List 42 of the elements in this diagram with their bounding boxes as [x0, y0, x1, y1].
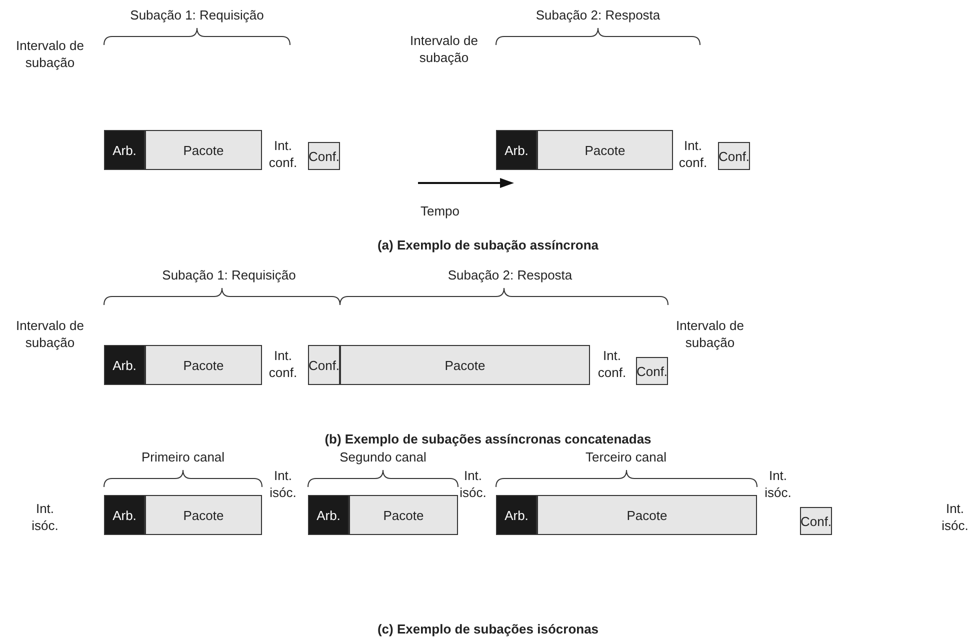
ack-block: Conf. [636, 357, 668, 385]
packet-block: Pacote [145, 130, 262, 170]
brace-label: Subação 2: Resposta [448, 268, 572, 284]
interval-label: Intervalo de subação [675, 318, 745, 352]
brace-label: Primeiro canal [141, 450, 225, 466]
arbitration-block: Arb. [104, 345, 145, 385]
packet-block: Pacote [145, 495, 262, 535]
interval-label: Int. isóc. [30, 501, 60, 535]
caption: (a) Exemplo de subação assíncrona [377, 238, 599, 254]
packet-block: Pacote [537, 130, 673, 170]
interval-label: Int. conf. [268, 348, 298, 382]
arbitration-block: Arb. [104, 495, 145, 535]
interval-label: Int. conf. [678, 138, 708, 172]
interval-label: Int. isóc. [458, 468, 488, 502]
interval-label: Intervalo de subação [15, 318, 85, 352]
brace-label: Subação 1: Requisição [130, 8, 264, 24]
arbitration-block: Arb. [308, 495, 349, 535]
interval-label: Int. conf. [596, 348, 628, 382]
brace-label: Subação 1: Requisição [162, 268, 296, 284]
interval-label: Intervalo de subação [409, 33, 479, 67]
caption: (c) Exemplo de subações isócronas [377, 622, 599, 638]
brace-label: Subação 2: Resposta [536, 8, 660, 24]
packet-block: Pacote [537, 495, 757, 535]
interval-label: Int. isóc. [268, 468, 298, 502]
interval-label: Int. isóc. [940, 501, 970, 535]
ack-block: Conf. [718, 142, 750, 170]
brace-label: Segundo canal [340, 450, 426, 466]
interval-label: Intervalo de subação [15, 38, 85, 72]
ack-block: Conf. [308, 142, 340, 170]
interval-label: Int. isóc. [764, 468, 792, 502]
brace-label: Terceiro canal [586, 450, 666, 466]
arbitration-block: Arb. [496, 495, 537, 535]
arbitration-block: Arb. [496, 130, 537, 170]
interval-label: Int. conf. [268, 138, 298, 172]
packet-block: Pacote [340, 345, 590, 385]
packet-block: Pacote [145, 345, 262, 385]
ack-block: Conf. [800, 507, 832, 535]
ack-block: Conf. [308, 345, 340, 385]
packet-block: Pacote [349, 495, 458, 535]
arbitration-block: Arb. [104, 130, 145, 170]
caption: (b) Exemplo de subações assíncronas concatenadas [324, 432, 652, 448]
axis-label: Tempo [420, 204, 460, 220]
